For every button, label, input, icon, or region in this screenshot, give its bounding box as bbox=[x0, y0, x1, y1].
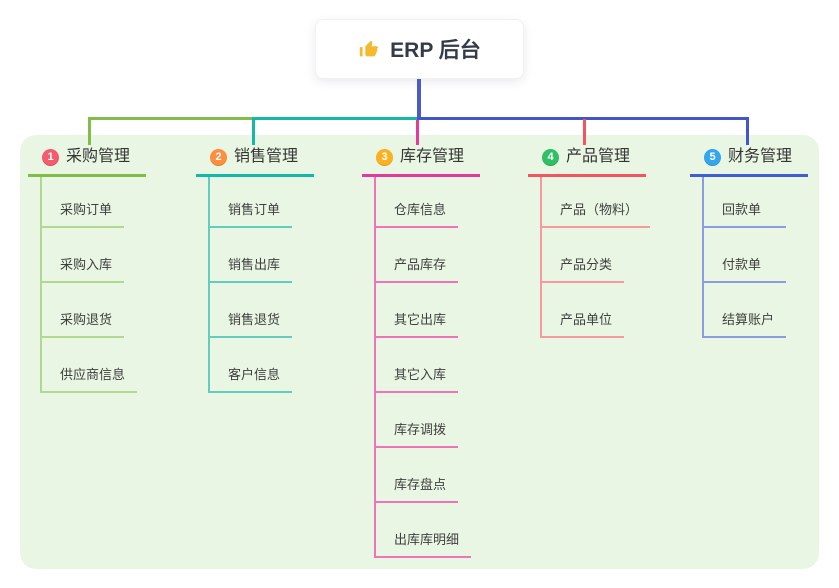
child-node[interactable]: 销售订单 bbox=[210, 177, 293, 228]
branch-purchase: 1 采购管理 采购订单 采购入库 采购退货 供应商信息 bbox=[28, 145, 147, 393]
child-node[interactable]: 回款单 bbox=[704, 177, 786, 228]
root-node[interactable]: ERP 后台 bbox=[315, 19, 524, 79]
branch-inventory: 3 库存管理 仓库信息 产品库存 其它出库 其它入库 库存调拨 库存盘点 出库库明… bbox=[362, 145, 481, 558]
branch-title-product[interactable]: 4 产品管理 bbox=[528, 145, 647, 177]
badge-1: 1 bbox=[42, 148, 59, 166]
child-node[interactable]: 库存调拨 bbox=[376, 393, 471, 448]
badge-2: 2 bbox=[210, 148, 227, 166]
child-node[interactable]: 采购订单 bbox=[42, 177, 137, 228]
child-node[interactable]: 销售退货 bbox=[210, 283, 293, 338]
child-node[interactable]: 付款单 bbox=[704, 228, 786, 283]
child-node[interactable]: 其它出库 bbox=[376, 283, 471, 338]
branch-title-purchase[interactable]: 1 采购管理 bbox=[28, 145, 147, 177]
badge-3: 3 bbox=[376, 148, 393, 166]
drop-line-sales bbox=[252, 119, 255, 145]
branch-product: 4 产品管理 产品（物料） 产品分类 产品单位 bbox=[528, 145, 651, 338]
branch-label: 采购管理 bbox=[66, 148, 131, 165]
child-node[interactable]: 采购退货 bbox=[42, 283, 137, 338]
child-node[interactable]: 客户信息 bbox=[210, 338, 293, 393]
badge-4: 4 bbox=[542, 148, 559, 166]
branch-title-sales[interactable]: 2 销售管理 bbox=[196, 145, 315, 177]
child-node[interactable]: 其它入库 bbox=[376, 338, 471, 393]
drop-line-purchase bbox=[88, 119, 91, 145]
badge-5: 5 bbox=[704, 148, 721, 166]
child-node[interactable]: 产品库存 bbox=[376, 228, 471, 283]
child-node[interactable]: 供应商信息 bbox=[42, 338, 138, 393]
drop-line-inventory bbox=[416, 120, 419, 145]
branch-children: 产品（物料） 产品分类 产品单位 bbox=[540, 177, 651, 338]
root-node-label: ERP 后台 bbox=[390, 39, 481, 62]
drop-line-finance bbox=[746, 119, 749, 145]
child-node[interactable]: 出库库明细 bbox=[376, 503, 472, 558]
child-node[interactable]: 产品（物料） bbox=[542, 177, 651, 228]
child-node[interactable]: 结算账户 bbox=[704, 283, 787, 338]
branch-label: 销售管理 bbox=[234, 148, 299, 165]
child-node[interactable]: 产品单位 bbox=[542, 283, 650, 338]
branch-title-inventory[interactable]: 3 库存管理 bbox=[362, 145, 481, 177]
child-node[interactable]: 销售出库 bbox=[210, 228, 293, 283]
branch-sales: 2 销售管理 销售订单 销售出库 销售退货 客户信息 bbox=[196, 145, 315, 393]
branches-panel bbox=[20, 135, 819, 569]
bus-segment-teal bbox=[252, 117, 419, 120]
branch-title-finance[interactable]: 5 财务管理 bbox=[690, 145, 809, 177]
branch-children: 销售订单 销售出库 销售退货 客户信息 bbox=[208, 177, 293, 393]
root-stem-line bbox=[417, 79, 421, 119]
thumbs-up-icon bbox=[358, 38, 380, 60]
branch-children: 回款单 付款单 结算账户 bbox=[702, 177, 787, 338]
branch-label: 财务管理 bbox=[728, 148, 793, 165]
bus-segment-green bbox=[88, 117, 254, 120]
branch-children: 采购订单 采购入库 采购退货 供应商信息 bbox=[40, 177, 138, 393]
branch-label: 库存管理 bbox=[400, 148, 465, 165]
child-node[interactable]: 库存盘点 bbox=[376, 448, 471, 503]
child-node[interactable]: 产品分类 bbox=[542, 228, 650, 283]
branch-finance: 5 财务管理 回款单 付款单 结算账户 bbox=[690, 145, 809, 338]
child-node[interactable]: 仓库信息 bbox=[376, 177, 471, 228]
bus-segment-blue bbox=[417, 117, 749, 120]
branch-children: 仓库信息 产品库存 其它出库 其它入库 库存调拨 库存盘点 出库库明细 bbox=[374, 177, 472, 558]
drop-line-product bbox=[583, 119, 586, 145]
child-node[interactable]: 采购入库 bbox=[42, 228, 137, 283]
branch-label: 产品管理 bbox=[566, 148, 631, 165]
